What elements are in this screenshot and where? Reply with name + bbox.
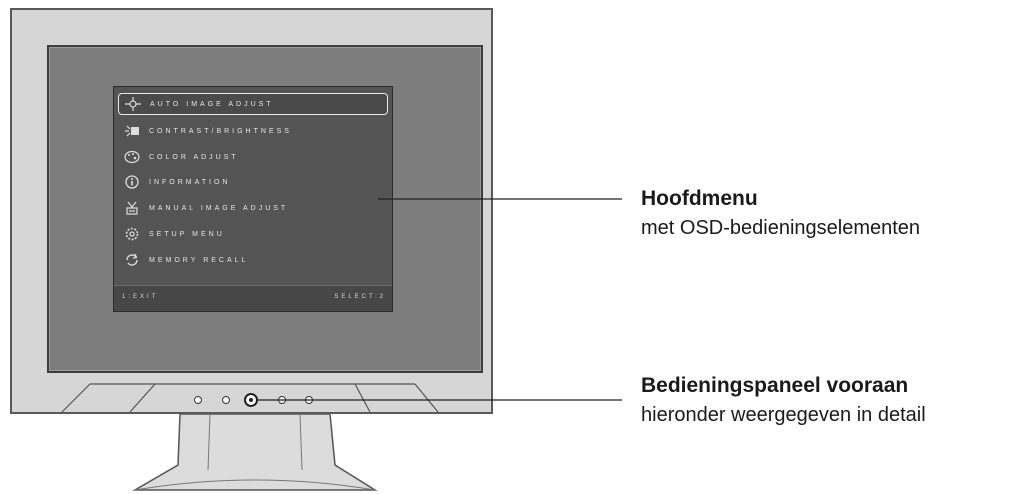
osd-main-menu: AUTO IMAGE ADJUST CONTRAST/BRIGHTNESS CO… (113, 86, 393, 312)
osd-select-hint: SELECT:2 (334, 294, 386, 300)
osd-item-information[interactable]: INFORMATION (118, 171, 388, 193)
callout-control-panel-subtitle: hieronder weergegeven in detail (641, 404, 926, 426)
front-button-3[interactable] (278, 396, 286, 404)
callout-control-panel: Bedieningspaneel vooraan hieronder weerg… (641, 374, 926, 427)
osd-item-label: MEMORY RECALL (149, 256, 249, 264)
osd-item-color-adjust[interactable]: COLOR ADJUST (118, 146, 388, 168)
osd-item-label: INFORMATION (149, 178, 231, 186)
crosshair-icon (122, 96, 144, 112)
osd-item-label: COLOR ADJUST (149, 153, 239, 161)
osd-item-label: MANUAL IMAGE ADJUST (149, 204, 289, 212)
power-button[interactable] (244, 393, 258, 407)
osd-footer: 1:EXIT SELECT:2 (114, 285, 392, 311)
osd-item-label: SETUP MENU (149, 230, 225, 238)
gear-icon (121, 226, 143, 242)
callout-main-menu: Hoofdmenu met OSD-bedieningselementen (641, 187, 920, 240)
osd-exit-hint: 1:EXIT (122, 294, 159, 300)
front-button-1[interactable] (194, 396, 202, 404)
osd-item-manual-image-adjust[interactable]: MANUAL IMAGE ADJUST (118, 197, 388, 219)
callout-main-menu-title: Hoofdmenu (641, 187, 758, 210)
callout-main-menu-subtitle: met OSD-bedieningselementen (641, 217, 921, 239)
osd-item-auto-image-adjust[interactable]: AUTO IMAGE ADJUST (118, 93, 388, 115)
front-button-2[interactable] (222, 396, 230, 404)
recall-icon (121, 252, 143, 268)
front-button-4[interactable] (305, 396, 313, 404)
sun-contrast-icon (121, 123, 143, 139)
osd-item-label: CONTRAST/BRIGHTNESS (149, 127, 292, 135)
osd-item-contrast-brightness[interactable]: CONTRAST/BRIGHTNESS (118, 120, 388, 142)
osd-item-memory-recall[interactable]: MEMORY RECALL (118, 249, 388, 271)
osd-item-setup-menu[interactable]: SETUP MENU (118, 223, 388, 245)
callout-control-panel-title: Bedieningspaneel vooraan (641, 374, 909, 397)
manual-adjust-icon (121, 200, 143, 216)
info-icon (121, 174, 143, 190)
osd-item-label: AUTO IMAGE ADJUST (150, 100, 274, 108)
palette-icon (121, 149, 143, 165)
